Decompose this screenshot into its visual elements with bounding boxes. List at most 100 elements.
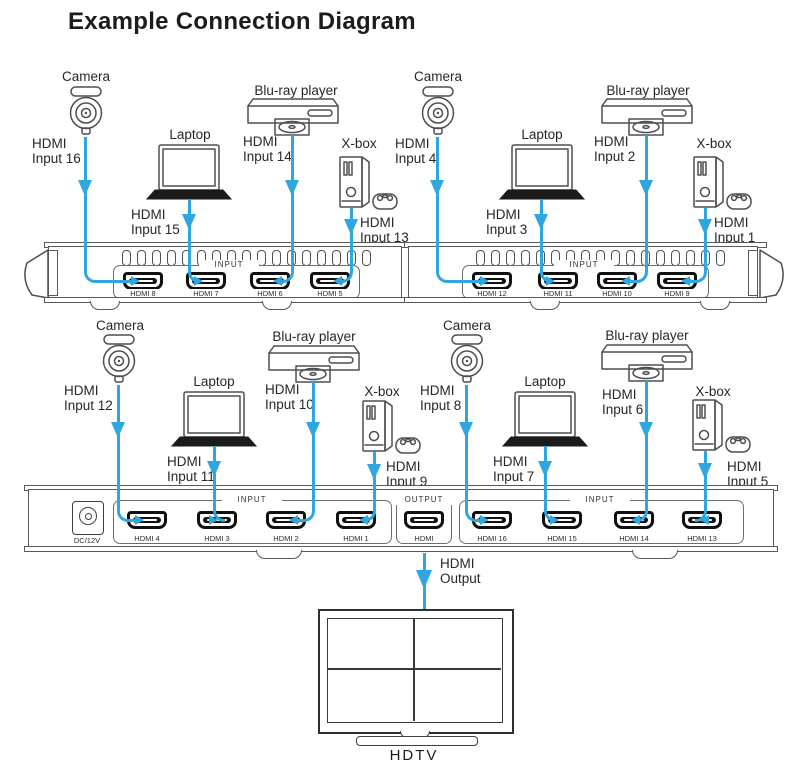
hdmi-cable: [644, 135, 648, 270]
hdmi-cable: [688, 279, 697, 283]
hdmi-input-12-label: HDMI Input 12: [64, 383, 113, 413]
laptop-icon: [171, 391, 257, 447]
hdmi-input-13-label: HDMI Input 13: [360, 215, 409, 245]
hdmi-cable: [340, 269, 353, 283]
vent-slot: [686, 250, 695, 266]
hdmi-cable: [285, 180, 299, 196]
hdmi-cable: [111, 422, 125, 438]
hdmi-cable: [273, 275, 282, 286]
hdmi-7-label: HDMI 7: [183, 289, 229, 298]
hdmi-cable: [367, 464, 381, 480]
hdmi-8-label: HDMI 8: [120, 289, 166, 298]
vent-slot: [332, 250, 341, 266]
hdmi-input-8-label: HDMI Input 8: [420, 383, 462, 413]
hdmi-cable: [639, 422, 653, 438]
hdmi-cable: [182, 214, 196, 230]
hdmi-output-label: HDMI Output: [440, 556, 481, 586]
hdmi-cable: [296, 518, 305, 522]
vent-slot: [716, 250, 725, 266]
main-panel-foot: [632, 550, 678, 559]
switcher-a-hinge: [48, 250, 58, 296]
hdmi-2-label: HDMI 2: [263, 534, 309, 543]
hdmi-cable: [194, 275, 203, 286]
hdmi-cable: [621, 275, 630, 286]
hdmi-cable: [639, 180, 653, 196]
switcher-a-foot: [90, 301, 120, 310]
hdmi-10-label: HDMI 10: [594, 289, 640, 298]
hdmi-input-3-label: HDMI Input 3: [486, 207, 528, 237]
hdmi-cable: [435, 137, 439, 270]
hdmi-cable: [281, 269, 294, 283]
hdmi-output-port: [404, 511, 444, 529]
hdmi-cable: [416, 570, 432, 589]
hdmi-cable: [681, 275, 690, 286]
hdtv-stand-base: [356, 736, 478, 746]
vent-slot: [671, 250, 680, 266]
hdmi-cable: [212, 446, 216, 509]
hdmi-cable: [306, 422, 320, 438]
hdmi-cable: [631, 514, 640, 525]
hdtv-screen-divider: [413, 618, 415, 721]
xbox-label: X-box: [364, 384, 400, 399]
page-title: Example Connection Diagram: [68, 8, 416, 35]
camera-label: Camera: [442, 318, 491, 333]
vent-slot: [137, 250, 146, 266]
hdmi-cable: [700, 514, 709, 525]
hdmi-cable: [280, 279, 284, 283]
hdmi-9-label: HDMI 9: [654, 289, 700, 298]
camera-label: Camera: [95, 318, 144, 333]
xbox-icon: [362, 400, 421, 454]
xbox-icon: [693, 156, 752, 210]
vent-slot: [476, 250, 485, 266]
vent-slot: [167, 250, 176, 266]
hdmi-input-7-label: HDMI Input 7: [493, 454, 535, 484]
hdmi-cable: [539, 269, 552, 283]
bluray-label: Blu-ray player: [254, 83, 338, 98]
hdmi-cable: [480, 275, 489, 286]
vent-slot: [152, 250, 161, 266]
hdmi-input-10-label: HDMI Input 10: [265, 382, 314, 412]
xbox-label: X-box: [341, 136, 377, 151]
dc-12v-label: DC/12V: [60, 536, 114, 545]
input-section-label: INPUT: [199, 260, 259, 270]
vent-slot: [362, 250, 371, 266]
hdmi-cable: [694, 269, 707, 283]
hdmi-cable: [543, 508, 556, 522]
vent-slot: [302, 250, 311, 266]
camera-label: Camera: [413, 69, 462, 84]
bluray-player-icon: [268, 345, 360, 383]
switcher-b-foot: [530, 301, 560, 310]
switcher-a-foot: [262, 301, 292, 310]
vent-slot: [656, 250, 665, 266]
bluray-label: Blu-ray player: [605, 328, 689, 343]
hdmi-5-label: HDMI 5: [307, 289, 353, 298]
switcher-b-hinge: [748, 250, 758, 296]
hdmi-cable: [135, 514, 144, 525]
hdmi-cable: [698, 463, 712, 479]
hdmi-cable: [445, 279, 482, 283]
hdmi-cable: [187, 199, 191, 270]
laptop-icon: [502, 391, 588, 447]
xbox-icon: [692, 399, 751, 453]
hdmi-cable: [464, 508, 477, 522]
vent-slot: [317, 250, 326, 266]
hdmi-15-label: HDMI 15: [539, 534, 585, 543]
switcher-b-bottom-edge: [404, 297, 767, 303]
vent-slot: [626, 250, 635, 266]
xbox-icon: [339, 156, 398, 210]
input-section-label: INPUT: [570, 495, 630, 505]
camera-icon: [69, 86, 103, 135]
hdmi-16-label: HDMI 16: [469, 534, 515, 543]
hdmi-cable: [289, 514, 298, 525]
input-section-label: INPUT: [222, 495, 282, 505]
hdmi-input-6-label: HDMI Input 6: [602, 387, 644, 417]
hdmi-cable: [311, 382, 315, 509]
hdmi-3-label: HDMI 3: [194, 534, 240, 543]
vent-slot: [506, 250, 515, 266]
hdmi-cable: [698, 219, 712, 235]
hdmi-13-label: HDMI 13: [679, 534, 725, 543]
main-panel-bottom-edge: [24, 546, 778, 552]
laptop-icon: [146, 144, 232, 200]
vent-slot: [491, 250, 500, 266]
